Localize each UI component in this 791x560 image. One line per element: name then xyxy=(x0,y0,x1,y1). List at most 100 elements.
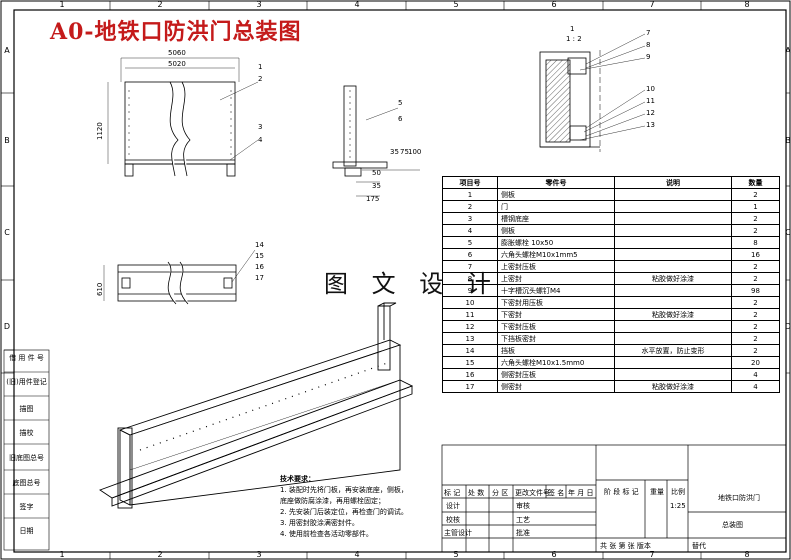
bom-header-no: 项目号 xyxy=(442,176,498,189)
part-label-1: 1 xyxy=(258,63,263,71)
strip-label-5: 旧底图总号 xyxy=(9,454,44,462)
detail-scale: 1 : 2 xyxy=(566,35,582,43)
part-label-10: 10 xyxy=(646,85,655,93)
frame-column-3-bottom: 3 xyxy=(256,550,262,559)
bom-cell-qty: 2 xyxy=(731,308,780,321)
bom-cell-part: 六角头螺栓M10x1mm5 xyxy=(497,248,615,261)
side-dim-50: 50 xyxy=(372,169,381,177)
sheet-info: 共 张 第 张 版本 xyxy=(600,542,651,550)
bom-cell-no: 9 xyxy=(442,284,498,297)
side-view xyxy=(332,85,420,197)
product-name: 地铁口防洪门 xyxy=(718,494,760,502)
bom-cell-part: 六角头螺栓M10x1.5mm0 xyxy=(497,356,615,369)
part-label-14: 14 xyxy=(255,241,264,249)
bom-cell-desc xyxy=(614,260,732,273)
side-dim-35: 35 xyxy=(390,148,399,156)
frame-column-7: 7 xyxy=(649,0,655,9)
top-view xyxy=(103,249,256,305)
bom-cell-part: 膨胀螺栓 10x50 xyxy=(497,236,615,249)
frame-column-8: 8 xyxy=(744,0,750,9)
bom-header-row: 项目号 零件号 说明 数量 xyxy=(442,176,780,189)
bom-cell-no: 17 xyxy=(442,380,498,393)
rev-header-sign: 签 名 xyxy=(548,489,565,497)
note-item: 1. 装配时先将门板，再安装底座，侧板， xyxy=(280,486,408,494)
rev-header-mark: 标 记 xyxy=(444,489,461,497)
frame-column-4: 4 xyxy=(354,0,360,9)
bom-cell-no: 4 xyxy=(442,224,498,237)
part-label-8: 8 xyxy=(646,41,651,49)
bom-cell-part: 上密封 xyxy=(497,272,615,285)
part-label-13: 13 xyxy=(646,121,655,129)
bom-cell-part: 挡板 xyxy=(497,344,615,357)
role-check: 校核 xyxy=(446,516,460,524)
bom-cell-no: 16 xyxy=(442,368,498,381)
part-label-6: 6 xyxy=(398,115,403,123)
bom-cell-qty: 2 xyxy=(731,212,780,225)
bom-cell-desc: 水平放置，防止变形 xyxy=(614,344,732,357)
frame-row-c: C xyxy=(4,228,10,237)
frame-column-2-bottom: 2 xyxy=(157,550,163,559)
bom-cell-desc xyxy=(614,284,732,297)
bom-cell-part: 下挡板密封 xyxy=(497,332,615,345)
bom-cell-desc: 粘胶做好涂漆 xyxy=(614,380,732,393)
bom-cell-desc xyxy=(614,248,732,261)
part-label-15: 15 xyxy=(255,252,264,260)
rev-header-date: 年 月 日 xyxy=(568,489,594,497)
frame-column-6: 6 xyxy=(551,0,557,9)
col-stage-mark: 阶 段 标 记 xyxy=(604,488,639,496)
part-label-11: 11 xyxy=(646,97,655,105)
strip-label-4: 描校 xyxy=(19,429,34,437)
detail-label: 1 xyxy=(570,25,575,33)
part-label-16: 16 xyxy=(255,263,264,271)
bom-cell-qty: 16 xyxy=(731,248,780,261)
bom-cell-qty: 2 xyxy=(731,260,780,273)
part-label-5: 5 xyxy=(398,99,403,107)
part-label-4: 4 xyxy=(258,136,263,144)
frame-column-7-bottom: 7 xyxy=(649,550,655,559)
note-item: 4. 使用前检查各活动零部件。 xyxy=(280,530,373,538)
bom-cell-no: 1 xyxy=(442,188,498,201)
isometric-view xyxy=(99,302,414,509)
bom-cell-no: 15 xyxy=(442,356,498,369)
drawing-number: 总装图 xyxy=(722,521,743,529)
frame-column-6-bottom: 6 xyxy=(551,550,557,559)
bom-cell-desc xyxy=(614,236,732,249)
bom-cell-desc xyxy=(614,332,732,345)
technical-requirements: 技术要求： 1. 装配时先将门板，再安装底座，侧板， 底座做防腐涂漆，再用螺栓固… xyxy=(280,474,440,540)
frame-column-1: 1 xyxy=(59,0,65,9)
strip-label-3: 描图 xyxy=(19,405,34,413)
side-dim-75: 75 xyxy=(400,148,409,156)
role-lead: 主管设计 xyxy=(444,529,472,537)
bom-cell-part: 上密封压板 xyxy=(497,260,615,273)
role-review: 审核 xyxy=(516,502,530,510)
bom-cell-qty: 2 xyxy=(731,272,780,285)
bom-cell-no: 3 xyxy=(442,212,498,225)
strip-label-6: 底图总号 xyxy=(12,479,41,487)
frame-column-5: 5 xyxy=(453,0,459,9)
bom-cell-desc: 粘胶做好涂漆 xyxy=(614,308,732,321)
col-scale: 比例 xyxy=(671,488,685,496)
bom-header-desc: 说明 xyxy=(614,176,732,189)
bom-cell-part: 下密封用压板 xyxy=(497,296,615,309)
detail-view xyxy=(539,33,646,152)
part-label-17: 17 xyxy=(255,274,264,282)
replace-label: 替代 xyxy=(692,542,706,550)
dim-1120: 1120 xyxy=(96,122,104,140)
strip-label-1: 借 用 件 号 xyxy=(9,354,44,362)
frame-row-b: B xyxy=(4,136,10,145)
notes-heading: 技术要求： xyxy=(280,475,315,483)
bom-cell-qty: 2 xyxy=(731,296,780,309)
